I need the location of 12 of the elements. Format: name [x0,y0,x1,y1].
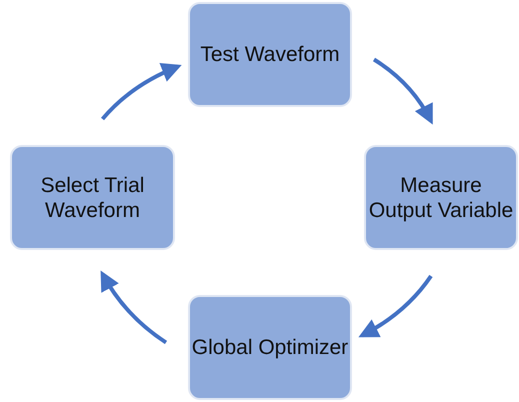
arrow [358,274,433,338]
process-box [10,145,175,250]
step-label: Global Optimizer [192,335,348,360]
process-box [188,2,352,107]
arrow [100,270,168,344]
process-box [364,145,518,250]
arrow [101,63,182,120]
arrow [372,58,433,125]
step-label: Measure Output Variable [368,172,514,222]
step-label: Test Waveform [200,42,340,67]
process-box [188,295,352,400]
step-label: Select Trial Waveform [40,172,146,222]
